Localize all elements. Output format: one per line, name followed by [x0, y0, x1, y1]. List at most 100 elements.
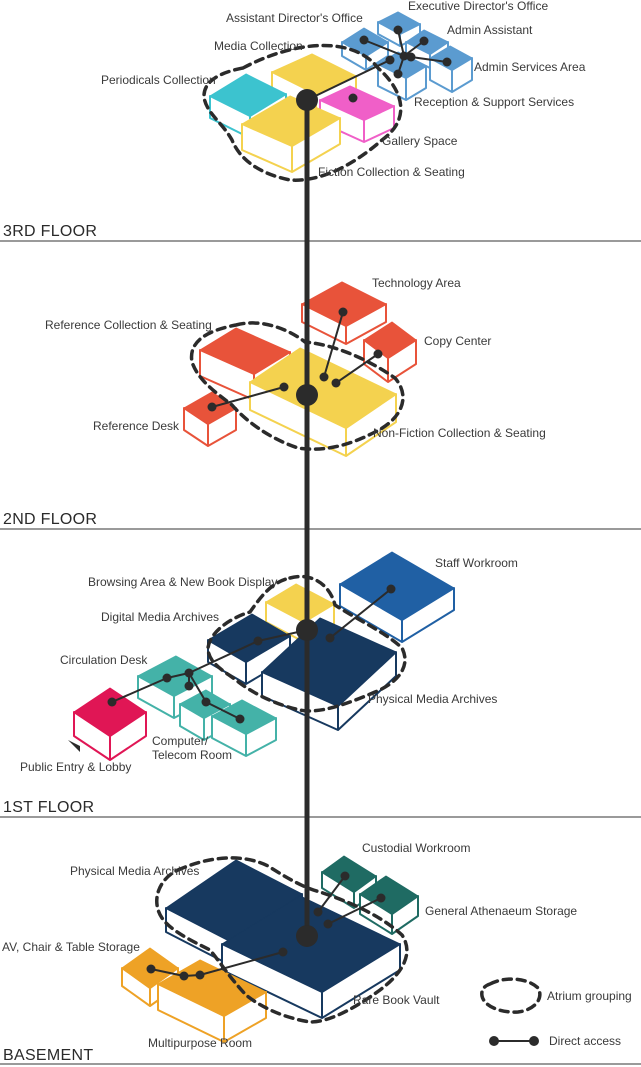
access-line-reference-desk: [211, 386, 285, 408]
atrium-outline-2nd-floor: [189, 321, 405, 451]
block-fiction-top: [241, 95, 341, 147]
label-av-storage: AV, Chair & Table Storage: [2, 940, 140, 954]
label-admin-services-area: Admin Services Area: [474, 60, 586, 74]
node-digital-media: [253, 636, 263, 646]
block-admin-services: [429, 45, 473, 93]
block-gallery-top: [319, 85, 395, 121]
node-vault-2: [323, 919, 333, 929]
atrium-node-2nd-floor: [296, 384, 318, 406]
label-nonfiction-collection: Non-Fiction Collection & Seating: [373, 426, 546, 440]
label-asst-directors-office: Assistant Director's Office: [226, 11, 363, 25]
node-circulation-1: [162, 673, 172, 683]
label-gallery-space: Gallery Space: [382, 134, 458, 148]
atrium-outline-1st-floor: [206, 574, 407, 713]
room-blocks: [73, 11, 473, 1043]
access-line-circ-computer: [188, 672, 207, 703]
node-circulation-3: [184, 681, 194, 691]
node-computer-1: [201, 697, 211, 707]
atrium-outline-3rd-floor: [202, 43, 403, 182]
node-storage: [376, 893, 386, 903]
entry-arrow-icon: [68, 740, 80, 752]
access-line-circ-lobby: [111, 677, 168, 703]
access-nodes: [107, 25, 452, 981]
floor-label-basement: BASEMENT: [3, 1047, 93, 1064]
node-lobby: [107, 697, 117, 707]
node-technology: [338, 307, 348, 317]
floor-rules: [0, 240, 641, 1065]
label-technology-area: Technology Area: [372, 276, 461, 290]
legend-atrium-symbol: [480, 977, 542, 1014]
node-reception: [393, 69, 403, 79]
block-lobby-top: [73, 687, 147, 737]
atrium-node-3rd-floor: [296, 89, 318, 111]
floor-labels: 3RD FLOOR 2ND FLOOR 1ST FLOOR BASEMENT: [3, 223, 97, 1064]
label-physical-media-archives-basement: Physical Media Archives: [70, 864, 199, 878]
label-copy-center: Copy Center: [424, 334, 491, 348]
legend-direct-dot-end: [529, 1036, 539, 1046]
block-storage: [359, 875, 419, 935]
access-line-av-storage-2: [150, 968, 185, 977]
block-lobby: [73, 687, 147, 761]
node-staff-workroom: [386, 584, 396, 594]
label-reference-collection: Reference Collection & Seating: [45, 318, 212, 332]
block-fiction: [241, 95, 341, 173]
node-reference-desk: [207, 402, 217, 412]
node-copy-center: [373, 349, 383, 359]
legend-direct-label: Direct access: [549, 1034, 621, 1048]
node-reception-2: [385, 55, 395, 65]
label-admin-assistant: Admin Assistant: [447, 23, 533, 37]
atrium-outline-basement: [155, 856, 409, 1024]
node-vault-3: [278, 947, 288, 957]
room-labels: Executive Director's Office Assistant Di…: [2, 0, 586, 1050]
atrium-node-1st-floor: [296, 619, 318, 641]
label-public-entry-lobby: Public Entry & Lobby: [20, 760, 131, 774]
label-reception-support: Reception & Support Services: [414, 95, 574, 109]
label-media-collection: Media Collection: [214, 39, 303, 53]
node-computer-2: [235, 714, 245, 724]
block-staff-workroom: [339, 551, 455, 643]
access-line-technology: [323, 311, 344, 378]
node-nonfiction-3: [279, 382, 289, 392]
label-circulation-desk: Circulation Desk: [60, 653, 148, 667]
node-admin-link: [406, 52, 416, 62]
label-periodicals-collection: Periodicals Collection: [101, 73, 216, 87]
atrium-node-basement: [296, 925, 318, 947]
access-line-custodial: [317, 875, 346, 913]
label-fiction-collection: Fiction Collection & Seating: [318, 165, 465, 179]
label-general-storage: General Athenaeum Storage: [425, 904, 577, 918]
label-computer-telecom-1: Computer/: [152, 734, 209, 748]
block-physical-media-basement-top: [165, 859, 303, 943]
access-line-circulation: [188, 640, 259, 674]
node-admin-services: [442, 57, 452, 67]
node-physical-media: [325, 633, 335, 643]
access-line-staff-workroom: [329, 588, 392, 639]
access-line-storage: [327, 897, 382, 925]
access-line-admin-to-atrium: [306, 59, 391, 101]
block-copy-center: [363, 321, 417, 383]
block-exec-office-top: [377, 11, 421, 35]
node-vault-1: [313, 907, 323, 917]
block-periodicals-top: [209, 73, 287, 117]
legend-direct-dot-start: [489, 1036, 499, 1046]
label-staff-workroom: Staff Workroom: [435, 556, 518, 570]
label-physical-media-archives-1st: Physical Media Archives: [368, 692, 497, 706]
node-multipurpose-1: [179, 971, 189, 981]
floor-label-2nd: 2ND FLOOR: [3, 511, 97, 528]
node-nonfiction-2: [331, 378, 341, 388]
block-technology-top: [301, 281, 387, 327]
legend: Atrium grouping Direct access: [480, 977, 632, 1048]
node-custodial: [340, 871, 350, 881]
access-line-copy-center: [335, 353, 379, 384]
access-line-av-storage: [199, 951, 284, 976]
node-admin-assistant: [419, 36, 429, 46]
block-digital-media-top: [207, 613, 291, 663]
node-circulation-2: [184, 668, 194, 678]
block-reference-collection-top: [199, 327, 291, 375]
access-line-computer-2: [205, 701, 241, 720]
label-rare-book-vault: Rare Book Vault: [353, 993, 440, 1007]
floor-label-3rd: 3RD FLOOR: [3, 223, 97, 240]
label-browsing-area: Browsing Area & New Book Display: [88, 575, 277, 589]
block-technology: [301, 281, 387, 345]
floor-label-1st: 1ST FLOOR: [3, 799, 94, 816]
